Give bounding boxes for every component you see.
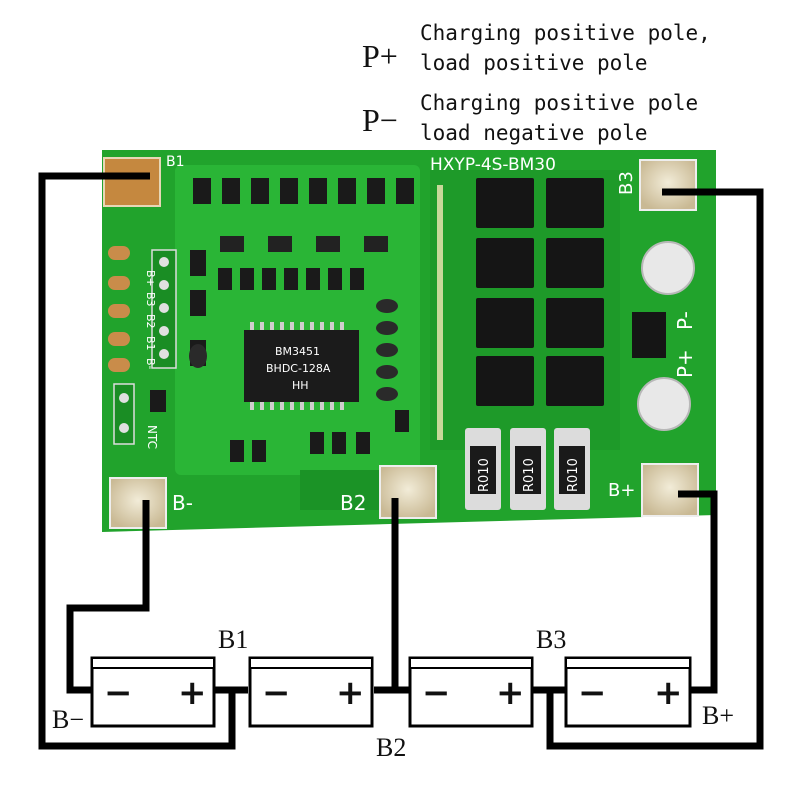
pad-b1-label: B1	[166, 154, 185, 170]
pad-p-plus-label: P+	[673, 349, 697, 378]
cell-3: − +	[408, 656, 534, 728]
transistor-row	[220, 236, 388, 252]
cell-2-minus: −	[262, 673, 291, 713]
mounting-holes	[637, 241, 695, 431]
pad-b1	[103, 157, 161, 207]
header-pin-b-minus: B-	[144, 358, 157, 370]
cell-1: − +	[90, 656, 216, 728]
pad-b-minus-label: B-	[172, 491, 193, 515]
pad-b3	[639, 159, 697, 211]
wire-b-plus	[678, 490, 718, 694]
shunt-resistors: R010 R010 R010	[465, 428, 590, 510]
legend-p-plus-line1: Charging positive pole,	[420, 21, 711, 45]
legend-p-minus-line1: Charging positive pole	[420, 91, 699, 115]
ntc-label: NTC	[145, 425, 159, 449]
label-b-minus: B−	[52, 705, 84, 734]
cell-1-plus: +	[178, 673, 207, 713]
label-b-plus: B+	[702, 701, 734, 730]
header-pins: B+ B3 B2 B1 B- NTC	[108, 246, 177, 449]
legend-p-minus: P− Charging positive pole load negative …	[362, 88, 698, 148]
board-model-label: HXYP-4S-BM30	[430, 155, 556, 175]
resistor-row	[193, 178, 414, 204]
shunt-label-3: R010	[566, 458, 581, 492]
wire-b-minus	[66, 500, 150, 694]
cell-4: − +	[564, 656, 692, 728]
ic-marking-line2: BHDC-128A	[266, 362, 331, 375]
cell-4-minus: −	[578, 673, 607, 713]
ic-marking-line3: HH	[292, 379, 309, 392]
label-b2: B2	[376, 733, 406, 762]
header-pin-b3: B3	[144, 292, 157, 307]
cell-3-plus: +	[496, 673, 525, 713]
ic-marking-line1: BM3451	[275, 345, 320, 358]
board-pads: B1 B3 B- B2 B+ P- P+	[103, 154, 699, 529]
test-pad-column	[189, 299, 398, 401]
label-b3: B3	[536, 625, 566, 654]
pad-b2	[379, 465, 437, 519]
legend-p-plus: P+ Charging positive pole, load positive…	[362, 18, 711, 78]
pad-b-plus-label: B+	[608, 480, 635, 501]
cell-2-plus: +	[336, 673, 365, 713]
smd-components	[150, 250, 409, 462]
cell-3-minus: −	[422, 673, 451, 713]
legend-p-plus-symbol: P+	[362, 38, 398, 74]
wire-b2	[391, 498, 410, 694]
wires	[38, 172, 764, 750]
cell-4-plus: +	[654, 673, 683, 713]
shunt-label-2: R010	[522, 458, 537, 492]
shunt-label-1: R010	[477, 458, 492, 492]
legend-p-minus-symbol: P−	[362, 102, 398, 138]
legend-p-minus-line2: load negative pole	[420, 121, 648, 145]
protection-ic: BM3451 BHDC-128A HH	[244, 322, 359, 410]
pad-p-minus-label: P-	[673, 311, 697, 330]
cell-2: − +	[248, 656, 374, 728]
pad-b2-label: B2	[340, 491, 366, 515]
cell-1-minus: −	[104, 673, 133, 713]
header-pin-b-plus: B+	[144, 270, 157, 287]
pad-b-minus	[109, 477, 167, 529]
header-pin-b1: B1	[144, 336, 157, 351]
header-pin-b2: B2	[144, 314, 157, 329]
pad-b3-label: B3	[616, 171, 637, 195]
battery-cells: − + − + − + − +	[90, 656, 692, 728]
legend-p-plus-line2: load positive pole	[420, 51, 648, 75]
mosfet-array	[476, 178, 666, 406]
label-b1: B1	[218, 625, 248, 654]
pad-b-plus	[641, 463, 699, 517]
